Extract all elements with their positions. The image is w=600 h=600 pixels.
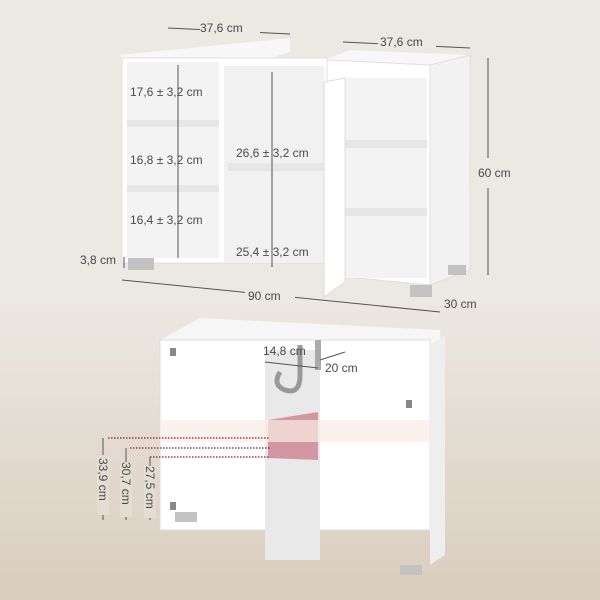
cabinet-closed-view (159, 318, 445, 575)
dim-shelf-left-3: 16,4 ± 3,2 cm (130, 213, 203, 227)
dim-depth: 30 cm (444, 297, 477, 311)
dim-top-right-width: 37,6 cm (380, 35, 423, 49)
leg (448, 265, 466, 275)
leg (175, 512, 197, 522)
dim-center-lower: 25,4 ± 3,2 cm (236, 245, 309, 259)
leg (410, 285, 432, 297)
dim-cutout-depth: 20 cm (325, 361, 358, 375)
sink-pipe (274, 345, 303, 394)
dim-height-1: 33,9 cm (96, 458, 110, 501)
dim-shelf-left-2: 16,8 ± 3,2 cm (130, 153, 203, 167)
dim-width: 90 cm (248, 289, 281, 303)
dim-leg-height: 3,8 cm (80, 253, 116, 267)
leg (400, 565, 422, 575)
dim-height-3: 27,5 cm (143, 466, 157, 509)
dim-shelf-left-1: 17,6 ± 3,2 cm (130, 85, 203, 99)
dim-center-upper: 26,6 ± 3,2 cm (236, 146, 309, 160)
cabinet-front-view (120, 38, 471, 298)
dim-top-left-width: 37,6 cm (200, 21, 243, 35)
open-door (323, 77, 346, 298)
dim-height-2: 30,7 cm (119, 462, 133, 505)
dim-height: 60 cm (478, 166, 511, 180)
leg (128, 258, 154, 270)
dim-cutout-width: 14,8 cm (263, 344, 306, 358)
